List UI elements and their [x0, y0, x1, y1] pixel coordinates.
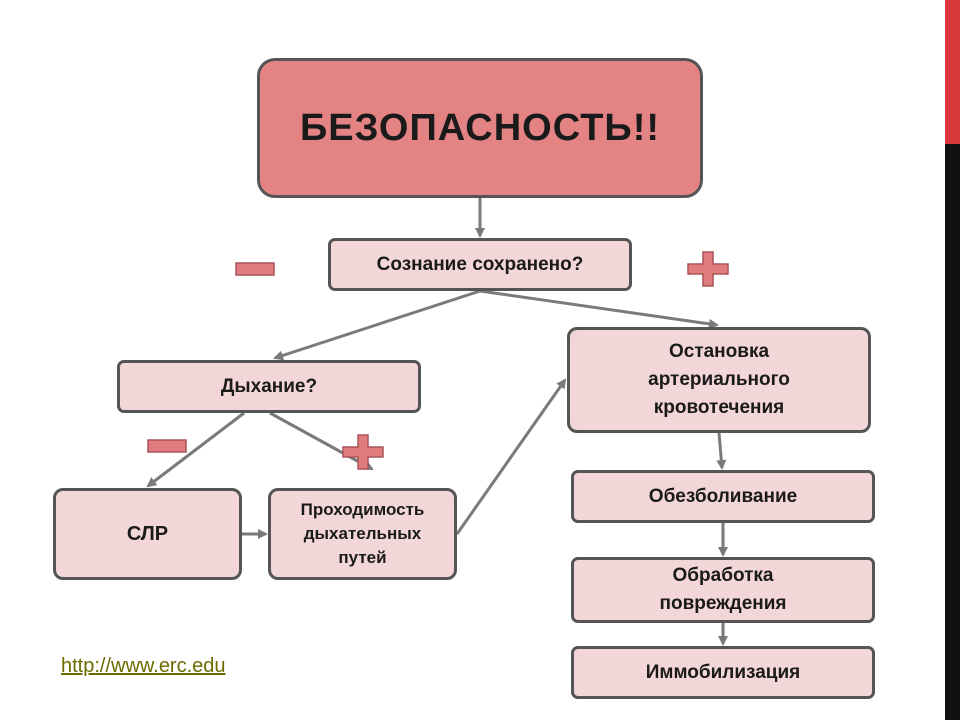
node-wound-care: Обработка повреждения [571, 557, 875, 623]
node-analgesia-label: Обезболивание [648, 485, 798, 507]
source-link[interactable]: http://www.erc.edu [61, 655, 226, 677]
plus-sign-breathing [342, 434, 384, 470]
arrow-breathing-to-cpr [146, 411, 245, 488]
arrow-consciousness-to-bleeding [479, 289, 719, 329]
node-breathing-label: Дыхание? [220, 375, 318, 397]
minus-sign-breathing [147, 439, 187, 453]
accent-bar-red [945, 0, 960, 144]
node-consciousness: Сознание сохранено? [328, 238, 632, 291]
node-consciousness-label: Сознание сохранено? [376, 253, 584, 275]
node-breathing: Дыхание? [117, 360, 421, 413]
arrow-airway-to-bleeding [455, 378, 567, 535]
minus-sign-consciousness [235, 262, 275, 276]
node-analgesia: Обезболивание [571, 470, 875, 523]
node-wound-care-label: Обработка повреждения [659, 565, 787, 614]
node-airway-label: Проходимость дыхательных путей [300, 500, 425, 567]
node-cpr-label: СЛР [126, 522, 169, 545]
node-bleeding-control: Остановка артериального кровотечения [567, 327, 871, 433]
node-immobilization-label: Иммобилизация [645, 661, 801, 683]
node-immobilization: Иммобилизация [571, 646, 875, 699]
plus-sign-consciousness [687, 251, 729, 287]
node-cpr: СЛР [53, 488, 242, 580]
title-box-safety: БЕЗОПАСНОСТЬ!! [257, 58, 703, 198]
arrow-consciousness-to-breathing [273, 289, 481, 361]
arrow-bleeding-to-analgesia [716, 432, 727, 470]
accent-bar-black [945, 144, 960, 720]
node-bleeding-control-label: Остановка артериального кровотечения [648, 341, 790, 418]
node-airway: Проходимость дыхательных путей [268, 488, 457, 580]
arrow-breathing-to-airway [269, 411, 374, 471]
title-box-label: БЕЗОПАСНОСТЬ!! [299, 106, 661, 149]
